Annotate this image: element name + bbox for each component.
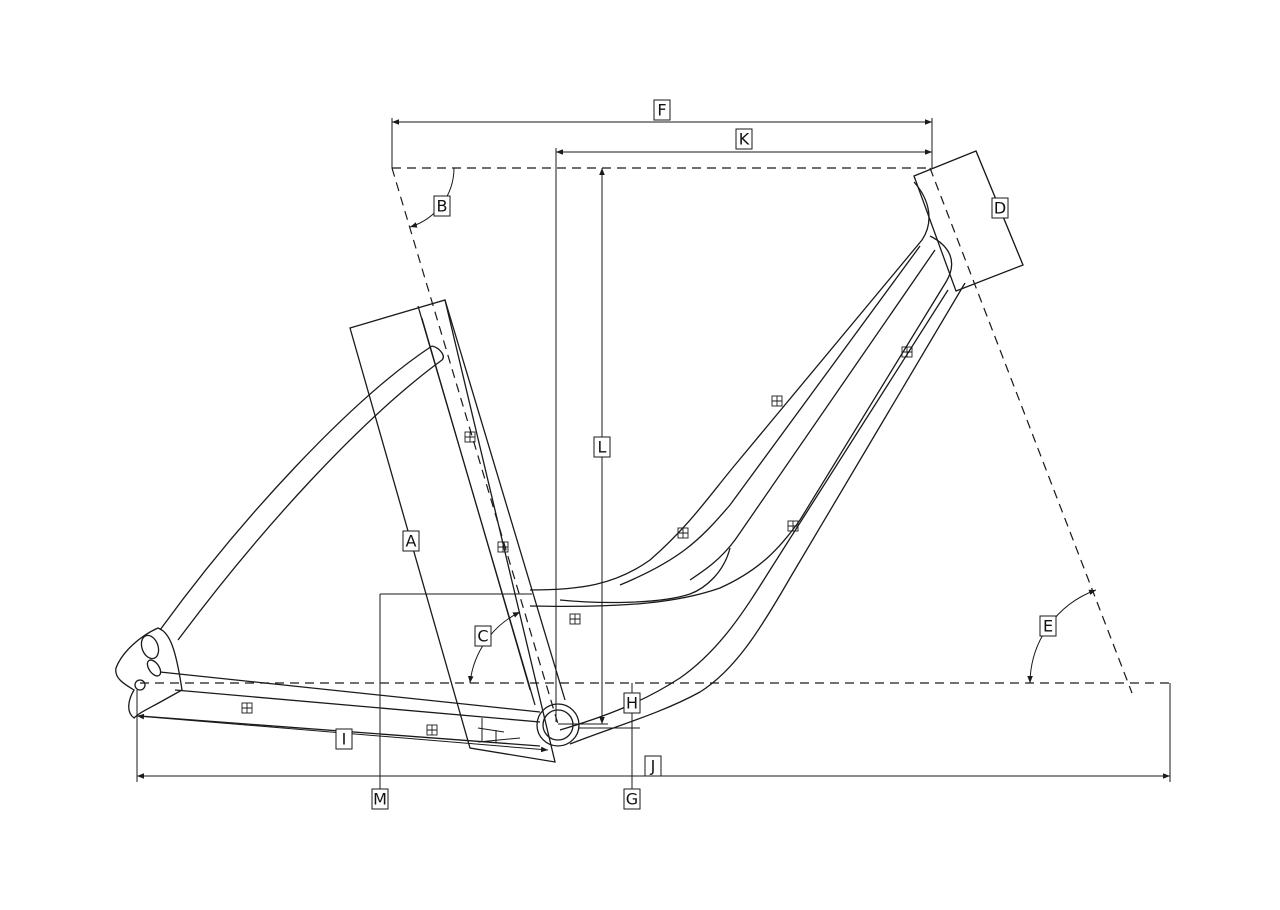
head-tube (913, 150, 1024, 292)
cable-guide-mark (787, 520, 799, 532)
label-B: B (433, 195, 451, 217)
top-tube (529, 181, 930, 591)
down-tube-upper (619, 245, 921, 586)
cable-guide-mark (497, 541, 509, 553)
label-D: D (991, 197, 1009, 219)
svg-text:H: H (626, 694, 638, 713)
chain-stay-upper (159, 671, 541, 713)
label-H: H (623, 692, 641, 714)
rear-dropout (115, 627, 183, 719)
top-tube-lower-edge (529, 235, 953, 608)
cable-guide-mark (569, 613, 581, 625)
dropout-hole (146, 659, 162, 677)
svg-text:G: G (626, 790, 638, 809)
svg-text:I: I (342, 730, 347, 749)
frame-outline (115, 150, 1024, 763)
label-M: M (371, 788, 389, 810)
cable-guide-mark (464, 431, 476, 443)
seat-stay-lower (177, 359, 443, 641)
down-tube-inner (689, 249, 936, 581)
seat-stay-cap (431, 345, 444, 361)
svg-text:F: F (657, 101, 666, 120)
label-G: G (623, 788, 641, 810)
cable-guide-mark (677, 527, 689, 539)
axle-hole (134, 679, 146, 691)
dropout-slot (140, 634, 160, 660)
svg-text:A: A (406, 532, 417, 551)
bottom-bracket-inner (542, 709, 574, 741)
cable-guide-mark (241, 702, 253, 714)
svg-text:M: M (373, 790, 387, 809)
svg-text:E: E (1043, 617, 1053, 636)
cable-guide-mark (426, 724, 438, 736)
gusset (559, 547, 731, 604)
seat-tube-box (349, 299, 556, 763)
cable-guide-mark (771, 395, 783, 407)
svg-text:K: K (739, 130, 750, 149)
svg-text:C: C (477, 627, 488, 646)
angle-C-arc (467, 611, 521, 684)
label-A: A (402, 530, 420, 552)
svg-text:L: L (598, 438, 607, 457)
seat-stay-upper (159, 345, 433, 631)
label-L: L (593, 436, 611, 458)
seat-tube-right (444, 299, 566, 701)
geometry-lines (136, 118, 1171, 790)
svg-text:B: B (437, 197, 448, 216)
label-I: I (335, 728, 353, 750)
label-E: E (1039, 615, 1057, 637)
label-J: J (644, 755, 662, 777)
seat-tube-axis (391, 167, 559, 725)
cable-stop (477, 718, 521, 743)
label-K: K (735, 128, 753, 150)
svg-text:J: J (650, 757, 656, 776)
down-tube-lower (559, 289, 949, 731)
label-C: C (474, 625, 492, 647)
dimension-labels: F K B D L A C E H I J M G (335, 99, 1057, 810)
label-F: F (653, 99, 671, 121)
head-tube-axis (929, 167, 1133, 694)
cable-guide-mark (901, 346, 913, 358)
svg-text:D: D (994, 199, 1006, 218)
